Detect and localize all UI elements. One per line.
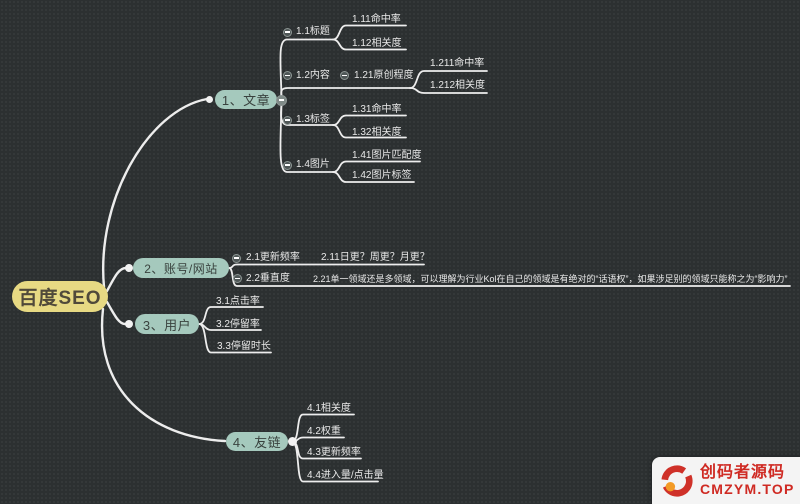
collapse-icon-2-1[interactable] [232, 253, 241, 263]
root-topic[interactable]: 百度SEO [12, 281, 108, 312]
node-1-21[interactable]: 1.21原创程度 [354, 70, 414, 81]
connector-dot [124, 320, 133, 328]
collapse-icon-1-1[interactable] [283, 27, 292, 37]
node-1-211[interactable]: 1.211命中率 [430, 58, 485, 69]
node-1-1[interactable]: 1.1标题 [296, 26, 330, 37]
branch-topic-4[interactable]: 4、友链 [226, 432, 288, 451]
node-4-1[interactable]: 4.1相关度 [307, 403, 351, 414]
node-1-32[interactable]: 1.32相关度 [352, 127, 402, 138]
collapse-icon-1-2[interactable] [282, 71, 292, 80]
swirl-logo-icon [660, 464, 694, 498]
node-3-3[interactable]: 3.3停留时长 [217, 341, 271, 352]
node-1-4[interactable]: 1.4图片 [296, 159, 330, 170]
node-4-3[interactable]: 4.3更新频率 [307, 447, 361, 458]
collapse-icon-1-21[interactable] [340, 71, 349, 80]
node-1-31[interactable]: 1.31命中率 [352, 104, 402, 115]
node-2-11[interactable]: 2.11日更？周更？月更？ [321, 252, 430, 263]
node-3-2[interactable]: 3.2停留率 [216, 319, 260, 330]
node-1-2[interactable]: 1.2内容 [296, 70, 330, 81]
node-4-4[interactable]: 4.4进入量/点击量 [307, 470, 384, 481]
node-2-2[interactable]: 2.2垂直度 [246, 273, 290, 284]
connector-dot [125, 264, 133, 272]
node-1-3[interactable]: 1.3标签 [296, 114, 330, 125]
node-2-1[interactable]: 2.1更新频率 [246, 252, 300, 263]
node-4-2[interactable]: 4.2权重 [307, 426, 341, 437]
watermark-domain: CMZYM.TOP [700, 480, 795, 497]
node-2-21[interactable]: 2.21单一领域还是多领域，可以理解为行业Kol在自己的领域是有绝对的“话语权”… [313, 274, 788, 284]
branch-topic-3[interactable]: 3、用户 [135, 314, 199, 334]
node-1-41[interactable]: 1.41图片匹配度 [352, 150, 422, 161]
node-1-212[interactable]: 1.212相关度 [430, 80, 486, 91]
connector-dot [206, 95, 213, 103]
branch-topic-2[interactable]: 2、账号/网站 [133, 258, 229, 278]
connector-dot [287, 437, 297, 446]
watermark-title: 创码者源码 [700, 464, 786, 481]
collapse-icon-1-4[interactable] [283, 160, 292, 170]
node-1-12[interactable]: 1.12相关度 [352, 38, 402, 49]
node-1-42[interactable]: 1.42图片标签 [352, 170, 412, 181]
collapse-icon-branch-1[interactable] [276, 94, 287, 106]
node-1-11[interactable]: 1.11命中率 [352, 14, 401, 25]
collapse-icon-2-2[interactable] [232, 274, 242, 283]
node-3-1[interactable]: 3.1点击率 [216, 296, 260, 307]
collapse-icon-1-3[interactable] [283, 115, 292, 125]
branch-topic-1[interactable]: 1、文章 [215, 90, 277, 109]
watermark-badge[interactable]: 创码者源码 CMZYM.TOP [652, 457, 800, 504]
